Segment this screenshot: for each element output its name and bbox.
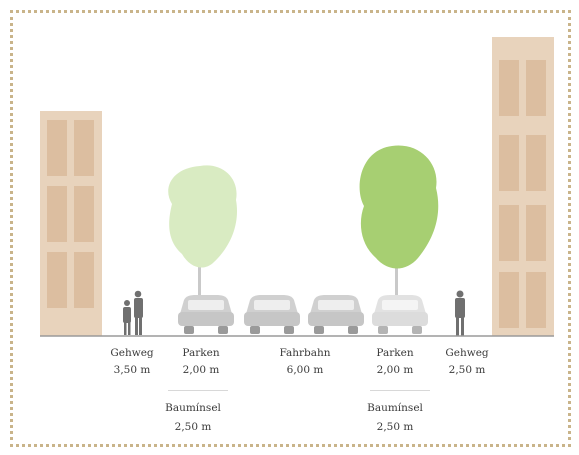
dotted-frame bbox=[10, 10, 571, 447]
label-baumínsel-right: Baumínsel 2,50 m bbox=[360, 401, 430, 434]
separator-left bbox=[168, 390, 228, 391]
segment-width: 3,50 m bbox=[113, 364, 151, 376]
label-baumínsel-left: Baumínsel 2,50 m bbox=[158, 401, 228, 434]
segment-name: Parken bbox=[182, 347, 220, 359]
pedestrians-left bbox=[123, 290, 143, 335]
tree-left bbox=[168, 165, 238, 300]
segment-name: Gehweg bbox=[445, 347, 489, 359]
car-parking-right bbox=[372, 295, 428, 334]
segment-width: 2,50 m bbox=[448, 364, 486, 376]
strip-width: 2,50 m bbox=[376, 421, 414, 433]
strip-width: 2,50 m bbox=[174, 421, 212, 433]
car-parking-left bbox=[178, 295, 234, 334]
label-fahrbahn: Fahrbahn 6,00 m bbox=[270, 346, 340, 377]
label-gehweg-right: Gehweg 2,50 m bbox=[432, 346, 502, 377]
segment-width: 2,00 m bbox=[376, 364, 414, 376]
label-parken-right: Parken 2,00 m bbox=[360, 346, 430, 377]
segment-name: Gehweg bbox=[110, 347, 154, 359]
label-gehweg-left: Gehweg 3,50 m bbox=[97, 346, 167, 377]
pedestrian-right bbox=[455, 290, 465, 336]
segment-name: Fahrbahn bbox=[279, 347, 331, 359]
separator-right bbox=[370, 390, 430, 391]
segment-width: 2,00 m bbox=[182, 364, 220, 376]
segment-name: Parken bbox=[376, 347, 414, 359]
car-lane-right bbox=[308, 295, 364, 334]
label-parken-left: Parken 2,00 m bbox=[166, 346, 236, 377]
strip-name: Baumínsel bbox=[367, 402, 423, 414]
building-right bbox=[492, 37, 554, 336]
building-left bbox=[40, 111, 102, 336]
segment-width: 6,00 m bbox=[286, 364, 324, 376]
tree-right bbox=[359, 145, 439, 302]
strip-name: Baumínsel bbox=[165, 402, 221, 414]
car-lane-left bbox=[244, 295, 300, 334]
